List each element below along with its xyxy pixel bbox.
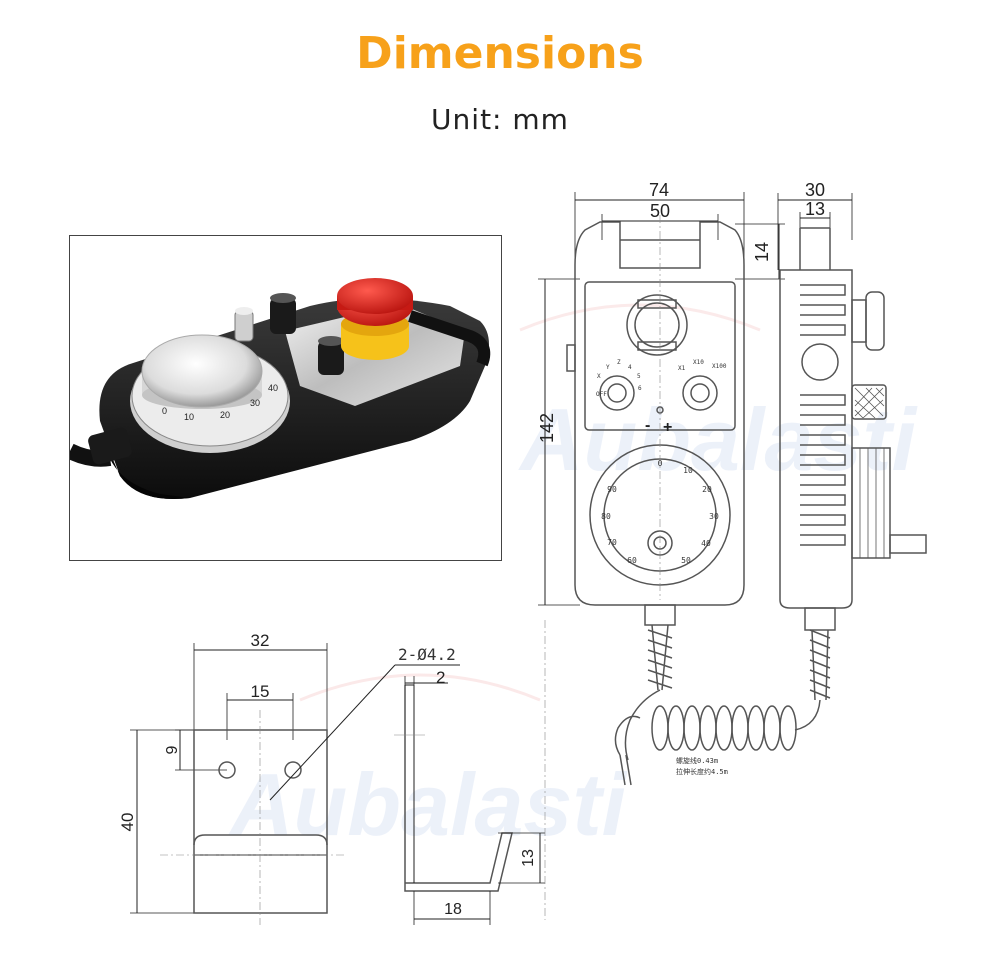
svg-text:-: - [645,417,650,434]
svg-text:拉伸长度约4.5m: 拉伸长度约4.5m [676,767,728,776]
svg-text:30: 30 [709,512,719,521]
cable-gland [88,427,132,465]
cable-notes: 螺旋线0.43m 拉伸长度约4.5m [676,756,728,776]
svg-text:螺旋线0.43m: 螺旋线0.43m [676,756,718,765]
bracket-height-dim: 40 [118,813,137,832]
front-minus-plus: - + [645,417,672,436]
svg-text:20: 20 [702,485,712,494]
bracket-side-view [394,620,546,925]
coiled-cable [614,705,797,786]
svg-text:+: + [663,419,672,436]
front-body-outline [574,221,745,606]
svg-text:80: 80 [601,512,611,521]
svg-text:15: 15 [251,682,270,701]
front-multiplier-labels: X1 X10 X100 [678,359,727,372]
front-height-dim: 142 [537,413,557,443]
svg-text:Y: Y [606,364,610,371]
svg-text:10: 10 [683,466,693,475]
svg-text:6: 6 [638,385,642,392]
svg-text:0: 0 [658,459,663,468]
front-multiplier-selector [682,375,718,411]
svg-text:74: 74 [649,180,669,200]
svg-text:10: 10 [184,412,194,422]
front-axis-selector [599,375,635,411]
side-body-outline [779,269,853,609]
front-estop [626,294,688,356]
svg-text:OFF: OFF [596,391,607,398]
svg-text:60: 60 [627,556,637,565]
front-dims: 74 50 [649,180,670,221]
svg-text:50: 50 [650,201,670,221]
svg-text:X: X [597,373,601,380]
svg-text:X10: X10 [693,359,704,366]
bracket-lip-height-dim: 13 [520,849,537,867]
svg-text:40: 40 [701,539,711,548]
knob-black-2 [318,341,344,375]
photo-dial-numbers: 0 10 20 30 40 [162,383,278,422]
svg-text:30: 30 [250,398,260,408]
bracket-plate [193,729,328,914]
watermark: Aubalasti Aubalasti [228,303,918,854]
bracket-thickness-dim: 2 [436,668,445,687]
bracket-holes-label: 2-Ø4.2 [398,645,456,664]
svg-text:Aubalasti: Aubalasti [518,390,918,489]
svg-text:X1: X1 [678,365,686,372]
svg-text:X100: X100 [712,363,727,370]
handle [408,310,491,367]
bracket-depth-dim: 18 [444,901,462,918]
svg-text:50: 50 [681,556,691,565]
side-handwheel [851,447,891,559]
front-selector-labels: OFF X Y Z 4 5 6 [596,359,642,398]
bracket-front-view [130,643,460,925]
bracket-hole-left [218,761,236,779]
side-view [777,193,927,731]
svg-text:30: 30 [805,180,825,200]
unit-label: Unit: mm [431,103,569,136]
svg-text:20: 20 [220,410,230,420]
svg-text:4: 4 [628,364,632,371]
bracket-front-dims: 32 15 [251,631,270,701]
knob-black-1 [270,298,296,334]
side-fins [800,284,846,546]
front-wheel-numbers: 0 10 20 30 40 50 60 70 80 90 [601,459,719,565]
side-dims: 30 13 [805,180,825,219]
bracket-hole-offset-dim: 9 [164,745,181,754]
svg-text:Aubalasti: Aubalasti [228,755,628,854]
svg-text:70: 70 [607,538,617,547]
svg-text:5: 5 [637,373,641,380]
page-title: Dimensions [356,28,644,79]
svg-text:40: 40 [268,383,278,393]
side-knurled-knob [851,384,887,420]
svg-text:13: 13 [805,199,825,219]
front-view [538,192,785,761]
svg-text:32: 32 [251,631,270,650]
side-estop [851,299,867,343]
svg-text:Z: Z [617,359,621,366]
front-top-gap-dim: 14 [752,242,772,262]
svg-text:90: 90 [607,485,617,494]
bracket-hole-right [284,761,302,779]
svg-text:0: 0 [162,406,167,416]
product-photo: 0 10 20 30 40 [69,235,502,561]
